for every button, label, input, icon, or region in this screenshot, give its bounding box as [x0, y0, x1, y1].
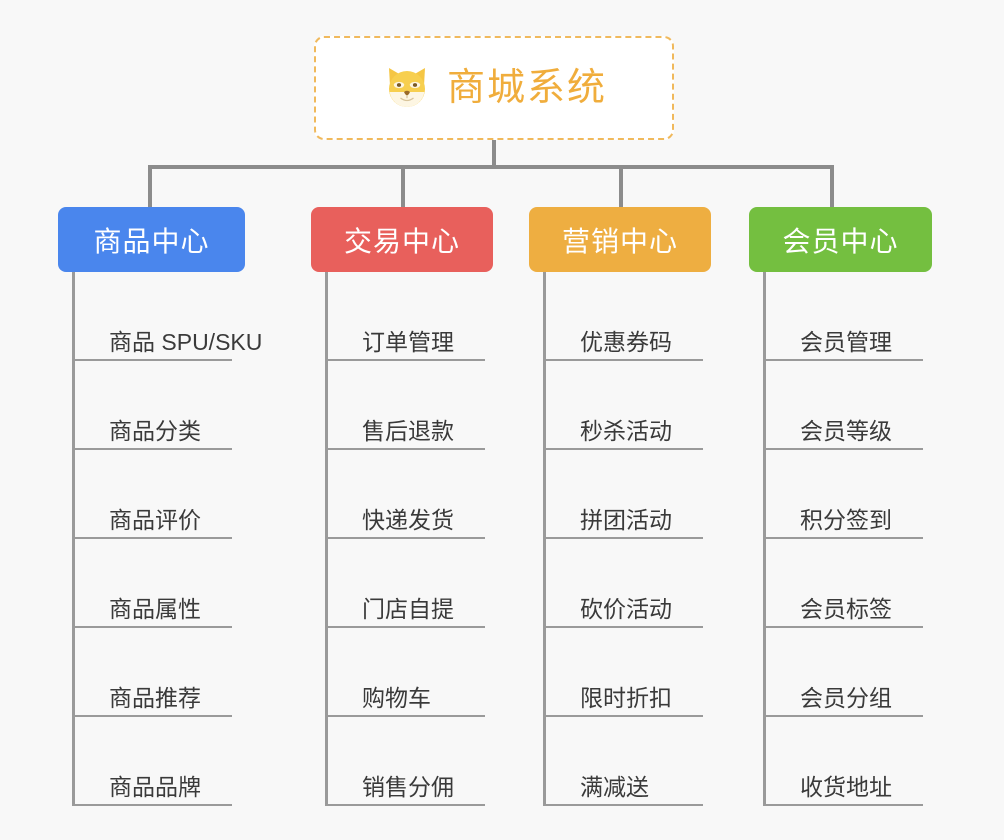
leaf-item[interactable]: 优惠券码 — [546, 272, 711, 361]
leaf-item[interactable]: 商品推荐 — [75, 628, 245, 717]
leaf-label: 限时折扣 — [546, 685, 703, 717]
leaf-label: 购物车 — [328, 685, 485, 717]
leaf-item[interactable]: 商品分类 — [75, 361, 245, 450]
leaf-item[interactable]: 会员管理 — [766, 272, 932, 361]
leaf-item[interactable]: 会员等级 — [766, 361, 932, 450]
leaf-item[interactable]: 满减送 — [546, 717, 711, 806]
leaf-label: 积分签到 — [766, 507, 923, 539]
leaf-item[interactable]: 砍价活动 — [546, 539, 711, 628]
branch-header-3[interactable]: 营销中心 — [529, 207, 711, 272]
branch-header-4[interactable]: 会员中心 — [749, 207, 932, 272]
leaf-item[interactable]: 会员标签 — [766, 539, 932, 628]
connector-drop-4 — [830, 165, 834, 209]
leaf-label: 满减送 — [546, 774, 703, 806]
leaf-item[interactable]: 拼团活动 — [546, 450, 711, 539]
leaf-label: 销售分佣 — [328, 774, 485, 806]
leaf-item[interactable]: 订单管理 — [328, 272, 493, 361]
dog-face-icon — [381, 62, 433, 114]
leaf-item[interactable]: 销售分佣 — [328, 717, 493, 806]
leaf-label: 订单管理 — [328, 329, 485, 361]
leaf-label: 商品评价 — [75, 507, 232, 539]
branch-header-label: 会员中心 — [782, 225, 899, 257]
leaf-label: 商品分类 — [75, 418, 232, 450]
leaf-item[interactable]: 会员分组 — [766, 628, 932, 717]
root-node[interactable]: 商城系统 — [314, 36, 674, 140]
leaf-stack-1: 商品 SPU/SKU 商品分类 商品评价 商品属性 商品推荐 商品品牌 — [72, 272, 262, 806]
leaf-item[interactable]: 收货地址 — [766, 717, 932, 806]
leaf-label: 会员管理 — [766, 329, 923, 361]
leaf-label: 售后退款 — [328, 418, 485, 450]
branch-column-3: 营销中心 优惠券码 秒杀活动 拼团活动 砍价活动 限时折扣 满减送 — [529, 207, 711, 806]
root-title: 商城系统 — [446, 67, 607, 109]
branch-column-4: 会员中心 会员管理 会员等级 积分签到 会员标签 会员分组 收货地址 — [749, 207, 932, 806]
connector-drop-1 — [148, 165, 152, 209]
branch-header-1[interactable]: 商品中心 — [58, 207, 245, 272]
leaf-item[interactable]: 快递发货 — [328, 450, 493, 539]
leaf-label: 优惠券码 — [546, 329, 703, 361]
connector-bus — [148, 165, 834, 169]
connector-drop-2 — [401, 165, 405, 209]
leaf-stack-3: 优惠券码 秒杀活动 拼团活动 砍价活动 限时折扣 满减送 — [543, 272, 711, 806]
leaf-item[interactable]: 商品评价 — [75, 450, 245, 539]
leaf-label: 商品品牌 — [75, 774, 232, 806]
leaf-stack-2: 订单管理 售后退款 快递发货 门店自提 购物车 销售分佣 — [325, 272, 493, 806]
leaf-item[interactable]: 商品 SPU/SKU — [75, 272, 262, 361]
leaf-label: 砍价活动 — [546, 596, 703, 628]
leaf-label: 快递发货 — [328, 507, 485, 539]
branch-header-label: 商品中心 — [93, 225, 210, 257]
leaf-label: 秒杀活动 — [546, 418, 703, 450]
leaf-item[interactable]: 售后退款 — [328, 361, 493, 450]
leaf-label: 商品 SPU/SKU — [75, 329, 262, 361]
leaf-stack-4: 会员管理 会员等级 积分签到 会员标签 会员分组 收货地址 — [763, 272, 932, 806]
leaf-item[interactable]: 积分签到 — [766, 450, 932, 539]
leaf-item[interactable]: 商品属性 — [75, 539, 245, 628]
leaf-label: 商品属性 — [75, 596, 232, 628]
branch-header-label: 交易中心 — [343, 225, 460, 257]
leaf-item[interactable]: 限时折扣 — [546, 628, 711, 717]
leaf-item[interactable]: 秒杀活动 — [546, 361, 711, 450]
branch-header-2[interactable]: 交易中心 — [311, 207, 493, 272]
connector-stem — [492, 140, 496, 168]
leaf-label: 会员分组 — [766, 685, 923, 717]
leaf-item[interactable]: 门店自提 — [328, 539, 493, 628]
leaf-label: 会员标签 — [766, 596, 923, 628]
connector-drop-3 — [619, 165, 623, 209]
leaf-label: 会员等级 — [766, 418, 923, 450]
leaf-label: 拼团活动 — [546, 507, 703, 539]
branch-column-1: 商品中心 商品 SPU/SKU 商品分类 商品评价 商品属性 商品推荐 商品品牌 — [58, 207, 262, 806]
leaf-label: 收货地址 — [766, 774, 923, 806]
leaf-item[interactable]: 商品品牌 — [75, 717, 245, 806]
branch-column-2: 交易中心 订单管理 售后退款 快递发货 门店自提 购物车 销售分佣 — [311, 207, 493, 806]
branch-header-label: 营销中心 — [561, 225, 678, 257]
leaf-label: 门店自提 — [328, 596, 485, 628]
leaf-label: 商品推荐 — [75, 685, 232, 717]
leaf-item[interactable]: 购物车 — [328, 628, 493, 717]
